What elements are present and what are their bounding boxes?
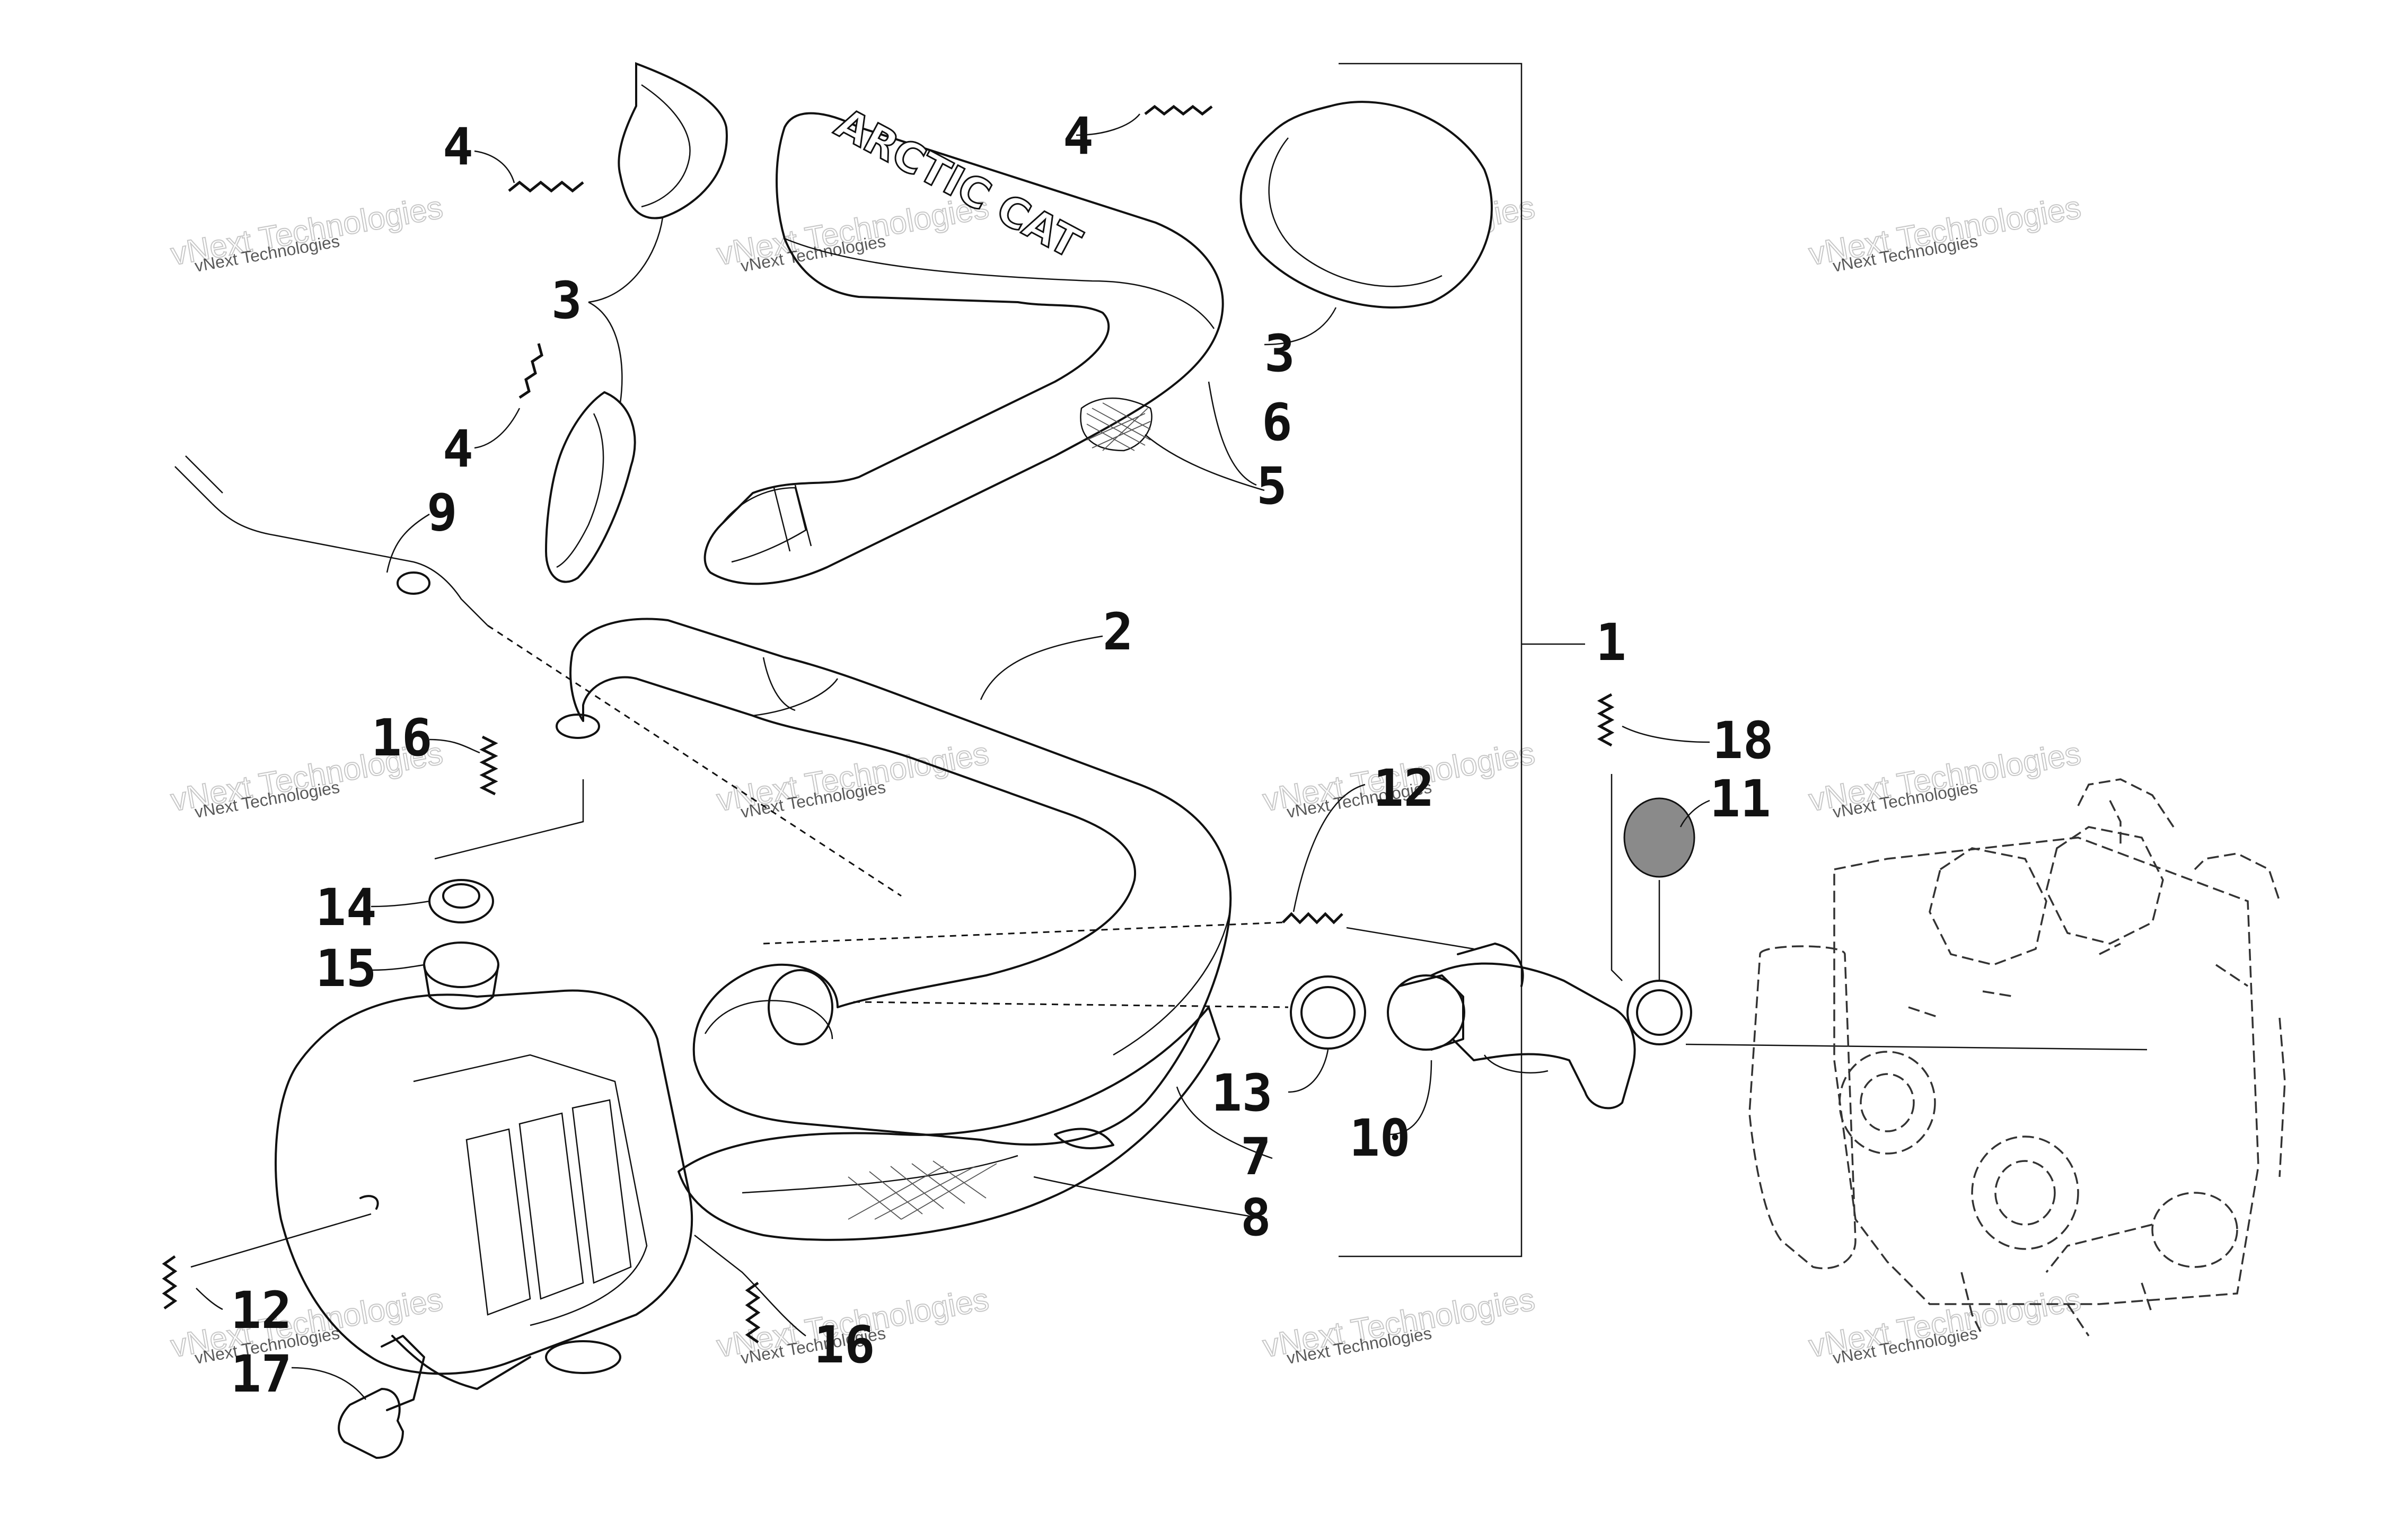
leader-18: [1611, 774, 1623, 981]
spring: [508, 180, 584, 193]
lower-heat-shield: [678, 1006, 1220, 1241]
heat-shield-cover: ARCTIC CAT: [703, 99, 1224, 585]
spring: [1144, 104, 1213, 116]
chain-clamp-upper: [618, 62, 728, 219]
callout-11: 11: [1710, 769, 1771, 829]
temp-sensor: [174, 455, 902, 897]
callout-2: 2: [1103, 602, 1133, 662]
spring: [518, 343, 543, 399]
callout-6: 6: [1262, 393, 1292, 452]
callout-13: 13: [1211, 1063, 1273, 1123]
leader-16-to-coupler: [434, 779, 584, 860]
muffler: [275, 989, 693, 1390]
exhaust-manifold: [1387, 943, 1636, 1110]
watermark: vNext Technologies vNext Technologies: [1806, 1281, 2084, 1368]
grommet: [428, 879, 494, 923]
chain-clamp-right: [1239, 101, 1493, 309]
callout-12: 12: [231, 1281, 292, 1340]
watermark: vNext Technologies vNext Technologies: [1260, 1281, 1538, 1368]
callout-4: 4: [1063, 107, 1094, 166]
spring: [1597, 693, 1615, 747]
callout-16: 16: [371, 708, 433, 768]
assembly-bracket: [1339, 63, 1585, 1257]
watermark: vNext Technologies vNext Technologies: [168, 1281, 446, 1368]
chain-clamp-lower: [544, 391, 636, 583]
spring: [745, 1281, 761, 1344]
callout-16: 16: [814, 1315, 875, 1375]
expansion-chamber: [556, 618, 1232, 1146]
spring: [1282, 912, 1343, 925]
callout-5: 5: [1256, 456, 1287, 516]
callout-4: 4: [443, 419, 473, 479]
watermark: vNext Technologies vNext Technologies: [1806, 735, 2084, 822]
mesh-patch: [1080, 397, 1153, 452]
watermark: vNext Technologies vNext Technologies: [1806, 189, 2084, 276]
callout-4: 4: [443, 117, 473, 177]
seal: [423, 941, 499, 1010]
callout-10: 10: [1349, 1108, 1411, 1168]
callout-12: 12: [1373, 759, 1435, 818]
manifold-flange: [1626, 980, 1692, 1045]
spring: [162, 1255, 178, 1310]
callout-14: 14: [315, 878, 377, 937]
callout-3: 3: [1264, 324, 1295, 383]
rubber-mount: [338, 1335, 425, 1459]
alignment-line: [853, 1001, 1289, 1008]
watermark: vNext Technologies vNext Technologies: [714, 735, 992, 822]
callout-15: 15: [315, 939, 377, 998]
coupler-ring: [1290, 975, 1366, 1050]
callout-17: 17: [231, 1344, 292, 1404]
alignment-line: [1346, 927, 1474, 950]
spring: [479, 735, 498, 796]
callout-1: 1: [1596, 613, 1626, 672]
callout-7: 7: [1241, 1127, 1271, 1186]
engine-block: [1748, 778, 2286, 1336]
gasket: [1623, 797, 1695, 878]
callout-3: 3: [551, 271, 582, 330]
watermark: vNext Technologies vNext Technologies: [168, 189, 446, 276]
callout-leaders: [190, 113, 1710, 1400]
alignment-line: [763, 921, 1283, 945]
alignment-line: [1685, 1043, 2148, 1051]
callouts: 1 2 3 3 4 4 4 5 6 7 8 9 10 11 12 12 13 1…: [231, 107, 1774, 1404]
callout-8: 8: [1241, 1188, 1271, 1247]
callout-18: 18: [1712, 711, 1774, 770]
callout-9: 9: [427, 483, 458, 542]
